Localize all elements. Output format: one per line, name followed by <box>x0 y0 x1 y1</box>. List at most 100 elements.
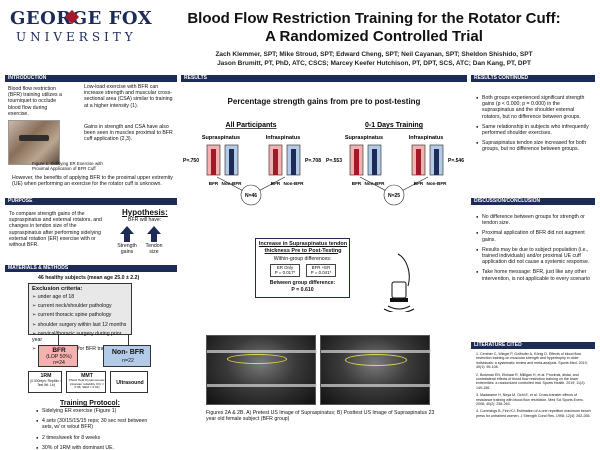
bfr-lop: (LOP 50%) <box>46 354 72 360</box>
gain-tendon-label: Tendon size <box>145 243 163 256</box>
bar-category-label: BFR <box>271 181 281 186</box>
connector <box>128 335 129 345</box>
sidelying-er-photo <box>8 120 60 165</box>
tendon-title: Increase in Supraspinatus tendon thickne… <box>258 241 348 254</box>
bfr-label: BFR <box>52 347 66 354</box>
results-bullet: Both groups experienced significant stre… <box>476 95 592 120</box>
logo-line2: UNIVERSITY <box>16 30 137 44</box>
bar-core <box>273 149 278 175</box>
intro-p4: However, the benefits of applying BFR to… <box>12 175 173 188</box>
protocol-item: Sidelying ER exercise (Figure 1) <box>36 408 156 414</box>
chart-panel-title: All Participants <box>226 122 277 129</box>
bar-category-label: Non-BFR <box>365 181 386 186</box>
results-continued-list: Both groups experienced significant stre… <box>476 95 592 157</box>
intro-p3: Gains in strength and CSA have also been… <box>84 124 173 143</box>
mmt-sub: (Hand Held Dynamometer: intrarater relia… <box>68 378 106 390</box>
discussion-list: No difference between groups for strengt… <box>476 214 592 286</box>
hypothesis-title: Hypothesis: <box>122 208 168 217</box>
bar-core <box>211 149 216 175</box>
purpose-text: To compare strength gains of the suprasp… <box>9 211 102 249</box>
bar-category-label: BFR <box>209 181 219 186</box>
tendon-thickness-box: Increase in Supraspinatus tendon thickne… <box>255 238 350 298</box>
tendon-outline <box>345 354 407 366</box>
bar-core <box>434 149 439 175</box>
title-line1: Blood Flow Restriction Training for the … <box>187 10 561 27</box>
n-circle <box>383 184 405 206</box>
us-band <box>321 350 431 353</box>
bar-category-label: BFR <box>352 181 362 186</box>
posttest-ultrasound-image <box>320 335 431 405</box>
protocol-item: 4 sets (30/15/15/15 reps; 30 sec rest be… <box>36 418 156 430</box>
reference-item: 2. Bowman EN, Elshaar R, Milligan H, et … <box>476 372 586 390</box>
bar-core <box>416 149 421 175</box>
rm-title: 1RM <box>40 373 52 379</box>
poster-title: Blood Flow Restriction Training for the … <box>168 10 580 46</box>
protocol-item: 2 times/week for 8 weeks <box>36 435 156 441</box>
chart-panel-title: 0-1 Days Training <box>365 122 423 129</box>
within-label: Within-group differences: <box>273 256 332 262</box>
reference-item: 1. Centner C, Wiegel P, Gollhofer A, Kön… <box>476 352 588 370</box>
exclusion-item: ➢ under age of 18 <box>32 294 75 300</box>
n-circle <box>240 184 262 206</box>
ultrasound-probe-icon <box>383 253 415 312</box>
results-header: RESULTS <box>181 75 467 82</box>
literature-header: LITERATURE CITED <box>471 342 595 349</box>
ultrasound-title: Ultrasound <box>116 380 144 386</box>
p-value-label: P=.750 <box>183 158 199 164</box>
p-value-label: P=.546 <box>448 158 464 164</box>
nonbfr-label: Non- BFR <box>111 349 145 356</box>
rm-sub: (0.000reps: RepMin + Test Wt. Lb) <box>30 379 62 387</box>
bar-core <box>354 149 359 175</box>
nonbfr-n: n=22 <box>122 358 134 364</box>
protocol-list: Sidelying ER exercise (Figure 1) 4 sets (… <box>36 408 156 450</box>
introduction-header: INTRODUCTION <box>5 75 177 82</box>
muscle-label: Supraspinatus <box>345 135 383 141</box>
authors-line1: Zach Klemmer, SPT; Mike Stroud, SPT; Edw… <box>215 51 533 58</box>
exclusion-item: ➢ shoulder surgery within last 12 months <box>32 321 127 328</box>
n-label: N=25 <box>388 193 400 199</box>
bfr-er-p: P = 0.041* <box>310 270 332 276</box>
reference-item: 3. Madarame H, Neya M, Ochi E, et al. Cr… <box>476 393 584 407</box>
exclusion-title: Exclusion criteria: <box>32 286 83 292</box>
us-band <box>321 384 431 387</box>
strength-arrow-stem <box>124 234 130 242</box>
bfr-er-box: BFR +ER P = 0.041* <box>306 264 336 277</box>
reference-item: 4. Cummings B, Finn KJ. Estimation of a … <box>476 409 591 418</box>
discussion-bullet: Proximal application of BFR did not augm… <box>476 230 592 242</box>
exclusion-item: ➢ current thoracic spine pathology <box>32 312 112 319</box>
bar-core <box>229 149 234 175</box>
tendon-arrow-stem <box>151 234 157 242</box>
authors-line2: Jason Brumitt, PT, PhD, ATC, CSCS; Marce… <box>217 60 531 67</box>
tendon-up-arrow-icon <box>147 226 161 234</box>
purpose-header: PURPOSE <box>5 198 177 205</box>
figure1-caption: Figure 1. Sidelying ER Exercise with Pro… <box>32 161 103 172</box>
literature-list: 1. Centner C, Wiegel P, Gollhofer A, Kön… <box>476 352 592 421</box>
between-label: Between group difference: <box>269 280 336 286</box>
between-p: P = 0.610 <box>291 287 314 293</box>
gain-strength-label: Strength gains <box>117 243 137 256</box>
discussion-header: DISCUSSION/CONCLUSION <box>471 198 595 205</box>
bar-category-label: Non-BFR <box>222 181 243 186</box>
figure2-caption: Figures 2A & 2B. A) Pretest US Image of … <box>206 410 435 423</box>
mmt-title: MMT <box>81 373 93 379</box>
bfr-n: n=24 <box>53 360 65 366</box>
bfr-er-label: BFR +ER <box>311 265 331 270</box>
intro-p1: Blood flow restriction (BFR) training ut… <box>8 86 62 117</box>
nonbfr-group-box: Non- BFR n=22 <box>103 345 151 367</box>
bar-core <box>291 149 296 175</box>
tendon-outline <box>227 354 287 364</box>
bar-category-label: BFR <box>414 181 424 186</box>
mmt-box: MMT (Hand Held Dynamometer: intrarater r… <box>66 371 106 393</box>
logo-line1: GEORGE FOX <box>10 8 153 29</box>
er-only-label: ER Only <box>276 265 294 270</box>
n-label: N=46 <box>245 193 257 199</box>
exclusion-box: Exclusion criteria: ➢ under age of 18 ➢ c… <box>28 283 132 352</box>
er-only-box: ER Only P = 0.017* <box>270 264 300 277</box>
muscle-label: Infraspinatus <box>266 135 301 141</box>
exclusion-item: ➢ cervical/thoracic surgery during prior… <box>32 330 122 344</box>
results-chart-title: Percentage strength gains from pre to po… <box>227 97 421 106</box>
discussion-bullet: No difference between groups for strengt… <box>476 214 592 226</box>
er-only-p: P = 0.017* <box>274 270 296 276</box>
pretest-ultrasound-image <box>206 335 317 405</box>
